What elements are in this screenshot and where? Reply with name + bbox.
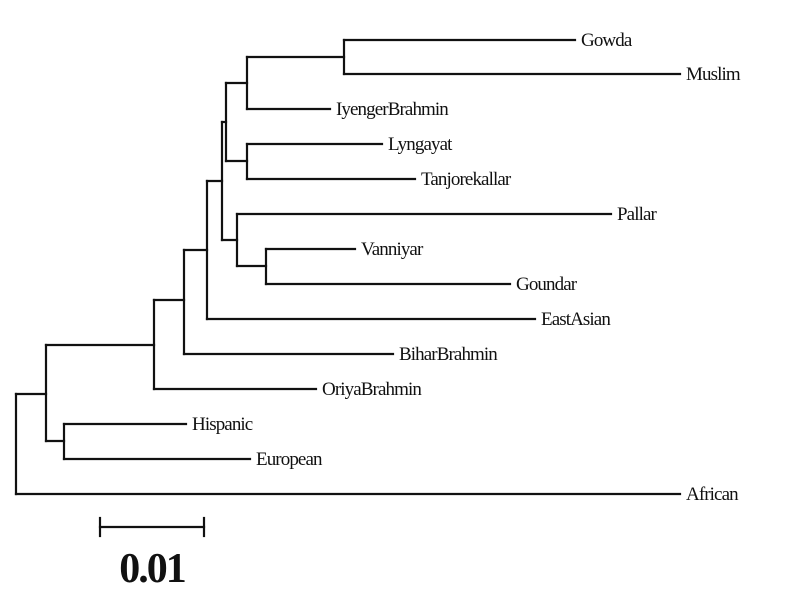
node-n-gm-iyenger (224, 55, 249, 111)
leaf-label: BiharBrahmin (399, 344, 498, 365)
leaf-label: Muslim (686, 64, 741, 85)
leaf-vanniyar: Vanniyar (264, 239, 425, 260)
leaf-label: Hispanic (192, 414, 253, 435)
node-n-south-india (205, 120, 224, 242)
scale-bar-label: 0.01 (119, 546, 185, 592)
leaf-label: Pallar (617, 204, 657, 225)
leaf-goundar: Goundar (264, 274, 579, 295)
leaf-tanjorekallar: Tanjorekallar (245, 169, 513, 190)
leaf-label: EastAsian (541, 309, 611, 330)
leaf-european: European (62, 449, 324, 470)
leaf-label: European (256, 449, 323, 470)
internal-branches (14, 38, 346, 496)
leaf-east-asian: EastAsian (205, 309, 612, 330)
node-n-vanniyar-goundar (235, 247, 268, 286)
node-n-bihar (152, 248, 186, 356)
leaf-label: Gowda (581, 30, 633, 51)
node-n-pallar-group (220, 212, 239, 268)
leaf-iyenger-brahmin: IyengerBrahmin (245, 99, 450, 120)
leaf-branches: GowdaMuslimIyengerBrahminLyngayatTanjore… (14, 30, 742, 505)
scale-bar: 0.01 (98, 516, 206, 592)
leaf-label: Goundar (516, 274, 578, 295)
leaf-label: African (686, 484, 739, 505)
leaf-label: IyengerBrahmin (336, 99, 449, 120)
leaf-oriya-brahmin: OriyaBrahmin (152, 379, 423, 400)
node-n-eastasian (182, 179, 209, 321)
leaf-label: OriyaBrahmin (322, 379, 422, 400)
leaf-label: Vanniyar (361, 239, 424, 260)
leaf-muslim: Muslim (342, 64, 742, 85)
leaf-hispanic: Hispanic (62, 414, 254, 435)
leaf-african: African (14, 484, 740, 505)
node-n-hispanic-european (44, 422, 66, 461)
leaf-label: Tanjorekallar (421, 169, 512, 190)
node-n-lyngayat-tanjore (224, 142, 249, 181)
leaf-label: Lyngayat (388, 134, 453, 155)
leaf-lyngayat: Lyngayat (245, 134, 454, 155)
leaf-gowda: Gowda (342, 30, 634, 51)
leaf-bihar-brahmin: BiharBrahmin (182, 344, 499, 365)
node-n-non-african (14, 343, 48, 443)
leaf-pallar: Pallar (235, 204, 658, 225)
node-n-gowda-muslim (245, 38, 346, 76)
node-n-oriya (44, 298, 156, 391)
